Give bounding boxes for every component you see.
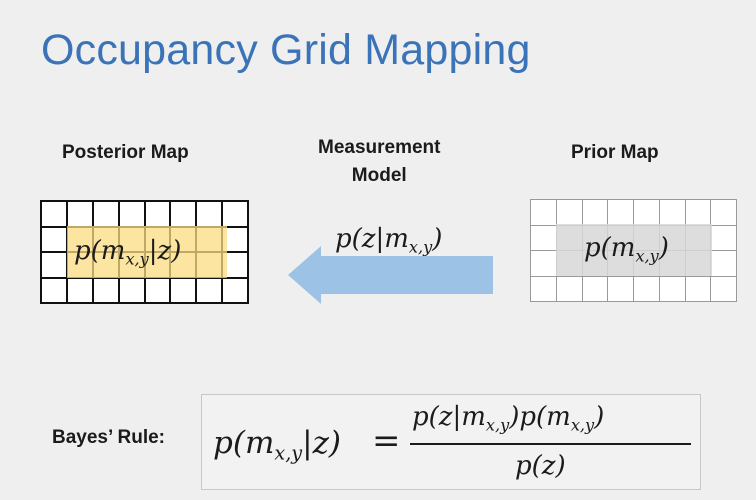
grid-cell [556, 200, 583, 226]
numerator-head: p(z| [412, 402, 462, 432]
grid-cell [223, 278, 249, 304]
numerator-m2: m [546, 402, 571, 432]
grid-cell [634, 200, 660, 226]
grid-cell [711, 200, 737, 226]
prior-highlight [556, 224, 712, 276]
grid-cell [42, 202, 68, 228]
grid-cell [531, 225, 557, 251]
slide-title: Occupancy Grid Mapping [41, 26, 531, 74]
posterior-formula-tail: |z) [148, 236, 182, 266]
grid-cell [531, 200, 557, 226]
likelihood-formula-tail: ) [432, 224, 443, 254]
grid-cell [171, 202, 198, 228]
grid-cell [93, 278, 120, 304]
bayes-denominator: p(z) [515, 451, 566, 481]
grid-cell [171, 278, 198, 304]
grid-cell [685, 200, 712, 226]
grid-cell [531, 251, 557, 277]
measurement-label-line1: Measurement [318, 137, 441, 158]
grid-cell [42, 227, 68, 253]
grid-cell [582, 200, 609, 226]
grid-cell [223, 227, 249, 253]
prior-formula-p: p( [584, 233, 611, 263]
measurement-model-label: Measurement Model [318, 134, 441, 190]
posterior-map-label: Posterior Map [62, 142, 189, 163]
grid-cell [42, 253, 68, 279]
grid-cell [608, 276, 634, 302]
measurement-label-line2: Model [351, 165, 407, 186]
equals-sign: = [372, 421, 401, 461]
posterior-formula-m: m [100, 236, 126, 266]
grid-cell [119, 278, 146, 304]
grid-cell [223, 202, 249, 228]
bayes-lhs-tail: |z) [302, 425, 342, 461]
numerator-mid: )p( [509, 402, 547, 432]
grid-cell [223, 253, 249, 279]
bayes-lhs-m: m [244, 425, 275, 461]
grid-cell [197, 278, 224, 304]
grid-cell [634, 276, 660, 302]
left-arrow-shape [288, 246, 493, 304]
grid-cell [42, 278, 68, 304]
bayes-rule-label: Bayes’ Rule: [52, 427, 165, 448]
prior-formula: p(mx,y) [584, 233, 669, 266]
likelihood-formula-sub: x,y [408, 237, 433, 257]
numerator-sub2: x,y [570, 415, 595, 435]
posterior-formula: p(mx,y|z) [74, 236, 182, 269]
grid-cell [145, 278, 172, 304]
grid-cell [556, 276, 583, 302]
bayes-lhs-p: p( [213, 425, 245, 461]
prior-map-label: Prior Map [571, 142, 659, 163]
likelihood-formula-head: p(z| [335, 224, 385, 254]
bayes-lhs-sub: x,y [274, 441, 303, 465]
numerator-tail: ) [594, 402, 605, 432]
left-arrow-icon [288, 246, 493, 304]
likelihood-formula-m: m [384, 224, 409, 254]
prior-formula-tail: ) [658, 233, 669, 263]
numerator-sub1: x,y [485, 415, 510, 435]
grid-cell [711, 225, 737, 251]
grid-cell [659, 276, 686, 302]
posterior-formula-sub: x,y [125, 249, 149, 269]
grid-cell [67, 278, 94, 304]
fraction-bar [410, 443, 691, 445]
grid-cell [119, 202, 146, 228]
prior-formula-sub: x,y [635, 246, 659, 266]
bayes-numerator: p(z|mx,y)p(mx,y) [412, 402, 605, 435]
numerator-m1: m [461, 402, 486, 432]
prior-formula-m: m [610, 233, 636, 263]
grid-cell [608, 200, 634, 226]
posterior-highlight [67, 226, 227, 278]
likelihood-formula: p(z|mx,y) [335, 224, 443, 257]
grid-cell [93, 202, 120, 228]
bayes-formula-box [201, 394, 701, 490]
grid-cell [711, 276, 737, 302]
grid-cell [145, 202, 172, 228]
grid-cell [197, 202, 224, 228]
grid-cell [531, 276, 557, 302]
grid-cell [67, 202, 94, 228]
grid-cell [659, 200, 686, 226]
grid-cell [685, 276, 712, 302]
posterior-formula-p: p( [74, 236, 101, 266]
bayes-lhs: p(mx,y|z) [213, 425, 342, 463]
grid-cell [711, 251, 737, 277]
grid-cell [582, 276, 609, 302]
